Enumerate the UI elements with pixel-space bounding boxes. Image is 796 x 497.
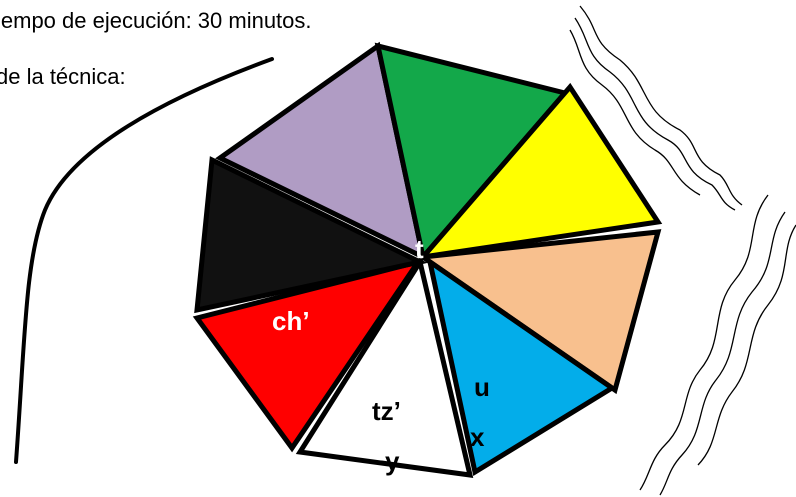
wheel-label-center: t (415, 234, 424, 264)
wheel-label-red: ch’ (272, 306, 310, 336)
wheel (197, 46, 658, 475)
wheel-label-white-top: tz’ (372, 396, 401, 426)
wavy-lines-bottom (640, 195, 796, 495)
wheel-label-blue-bottom: x (470, 422, 485, 452)
wheel-label-blue-top: u (474, 372, 490, 402)
wheel-label-white-bottom: y (385, 446, 400, 476)
